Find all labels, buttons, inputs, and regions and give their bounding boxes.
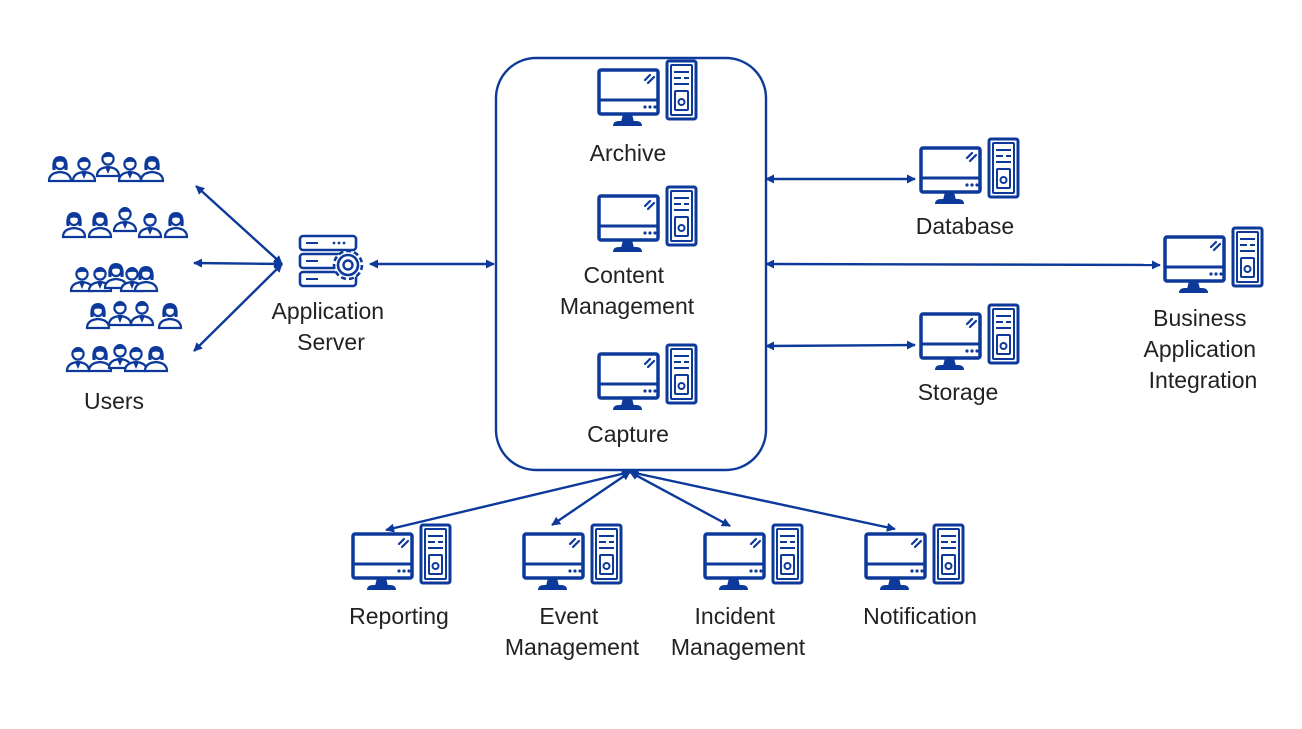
people-group-icon — [47, 150, 189, 373]
arrow-core-notification — [629, 469, 896, 532]
reporting-label: Reporting — [349, 603, 449, 629]
storage-computer-icon — [919, 303, 1020, 372]
content-management-label: Content Management — [560, 262, 695, 319]
arrow-core-storage — [765, 340, 916, 351]
incident-management-label: Incident Management — [671, 603, 806, 660]
users-label: Users — [84, 388, 144, 414]
storage-label: Storage — [918, 379, 999, 405]
arrow-core-event — [551, 471, 631, 526]
arrow-users-top — [195, 185, 283, 265]
arrow-core-business — [765, 259, 1161, 270]
event-management-computer-icon — [522, 523, 623, 592]
capture-label: Capture — [587, 421, 669, 447]
arrow-users-middle — [193, 258, 283, 269]
reporting-computer-icon — [351, 523, 452, 592]
event-management-label: Event Management — [505, 603, 640, 660]
business-integration-label: Business Application Integration — [1144, 305, 1263, 393]
server-rack-gear-icon — [298, 234, 364, 288]
arrow-core-incident — [629, 470, 731, 528]
arrow-core-reporting — [385, 469, 631, 533]
incident-management-computer-icon — [703, 523, 804, 592]
database-computer-icon — [919, 137, 1020, 206]
application-server-label: Application Server — [272, 298, 391, 355]
connectors — [193, 174, 1161, 533]
business-integration-computer-icon — [1163, 226, 1264, 295]
database-label: Database — [916, 213, 1014, 239]
arrow-users-bottom — [193, 263, 283, 352]
notification-label: Notification — [863, 603, 977, 629]
archive-label: Archive — [590, 140, 667, 166]
notification-computer-icon — [864, 523, 965, 592]
